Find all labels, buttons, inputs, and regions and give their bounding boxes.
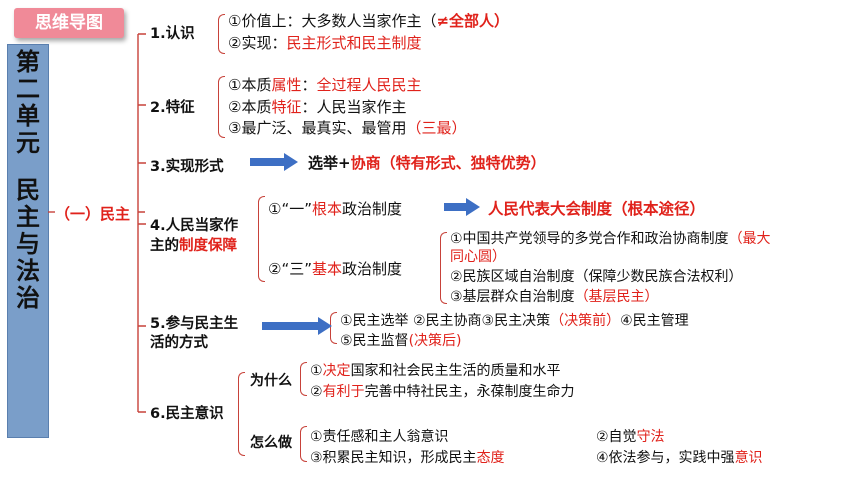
unit-title-char: 二 [16,75,40,103]
node-4-one-result: 人民代表大会制度（根本途径） [488,200,706,218]
node-5-line-2: ⑤民主监督(决策后) [340,333,462,349]
node-2-label: 2.特征 [150,100,195,116]
brace-4 [258,196,265,282]
unit-title-char: 单 [16,102,40,130]
node-4-sub-3: ③基层群众自治制度（基层民主） [450,289,659,305]
node-4-label-line-1: 4.人民当家作 [150,218,239,234]
mind-map-tag: 思维导图 [14,8,124,38]
brace-1 [218,14,225,54]
node-4-sub-1-cont: 同心圆） [450,249,506,265]
node-6-how-label: 怎么做 [250,435,292,451]
node-2-line-2: ②本质特征：人民当家作主 [228,98,407,116]
node-1-label: 1.认识 [150,26,195,42]
unit-title-char: 第 [16,48,40,76]
unit-title-char: 与 [16,230,40,258]
unit-title-char: 主 [16,203,40,231]
unit-title-char: 治 [16,284,40,312]
node-6-how-3: ③积累民主知识，形成民主态度 [310,450,505,466]
node-1-line-1: ①价值上：大多数人当家作主（≠全部人） [228,12,510,30]
brace-4-3 [440,232,447,304]
unit-title-char: 元 [16,129,40,157]
node-3-label: 3.实现形式 [150,159,224,175]
node-1-line-2: ②实现：民主形式和民主制度 [228,34,422,52]
node-4-label-line-2: 主的制度保障 [150,238,237,254]
node-4-sub-1: ①中国共产党领导的多党合作和政治协商制度（最大 [450,231,771,247]
node-6-how-2: ②自觉守法 [596,429,665,445]
node-6-how-1: ①责任感和主人翁意识 [310,429,449,445]
unit-title-char: 法 [16,257,40,285]
node-4-sub-2: ②民族区域自治制度（保障少数民族合法权利） [450,269,743,285]
node-6-why-label: 为什么 [250,373,292,389]
node-5-label-line-2: 活的方式 [150,335,208,351]
node-5-label-line-1: 5.参与民主生 [150,316,239,332]
node-6-how-4: ④依法参与，实践中强意识 [596,450,763,466]
brace-6-why [300,362,307,396]
unit-title-box: 第二单元 民主与法治 [7,44,49,438]
node-3-text: 选举+协商（特有形式、独特优势） [308,154,546,172]
arrow-4-icon [466,198,480,216]
arrow-4-body [444,203,466,211]
unit-title: 第二单元 民主与法治 [8,49,48,312]
arrow-3-icon [284,153,298,171]
node-4-three: ②“三”基本政治制度 [268,260,403,278]
brace-6-how [300,426,307,462]
brace-2 [218,76,225,138]
node-6-why-1: ①决定国家和社会民主生活的质量和水平 [310,363,561,379]
arrow-5-body [262,322,320,330]
node-5-line-1: ①民主选举 ②民主协商③民主决策（决策前）④民主管理 [340,313,689,329]
node-2-line-3: ③最广泛、最真实、最管用（三最） [228,119,467,137]
node-4-one: ①“一”根本政治制度 [268,200,403,218]
node-6-label: 6.民主意识 [150,406,224,422]
arrow-5-icon [318,317,332,335]
node-2-line-1: ①本质属性：全过程人民民主 [228,76,422,94]
node-6-why-2: ②有利于完善中特社民主，永葆制度生命力 [310,384,575,400]
arrow-3-body [250,158,284,166]
brace-6 [238,372,245,456]
root-node: （一）民主 [55,205,131,223]
unit-title-char: 民 [16,176,40,204]
